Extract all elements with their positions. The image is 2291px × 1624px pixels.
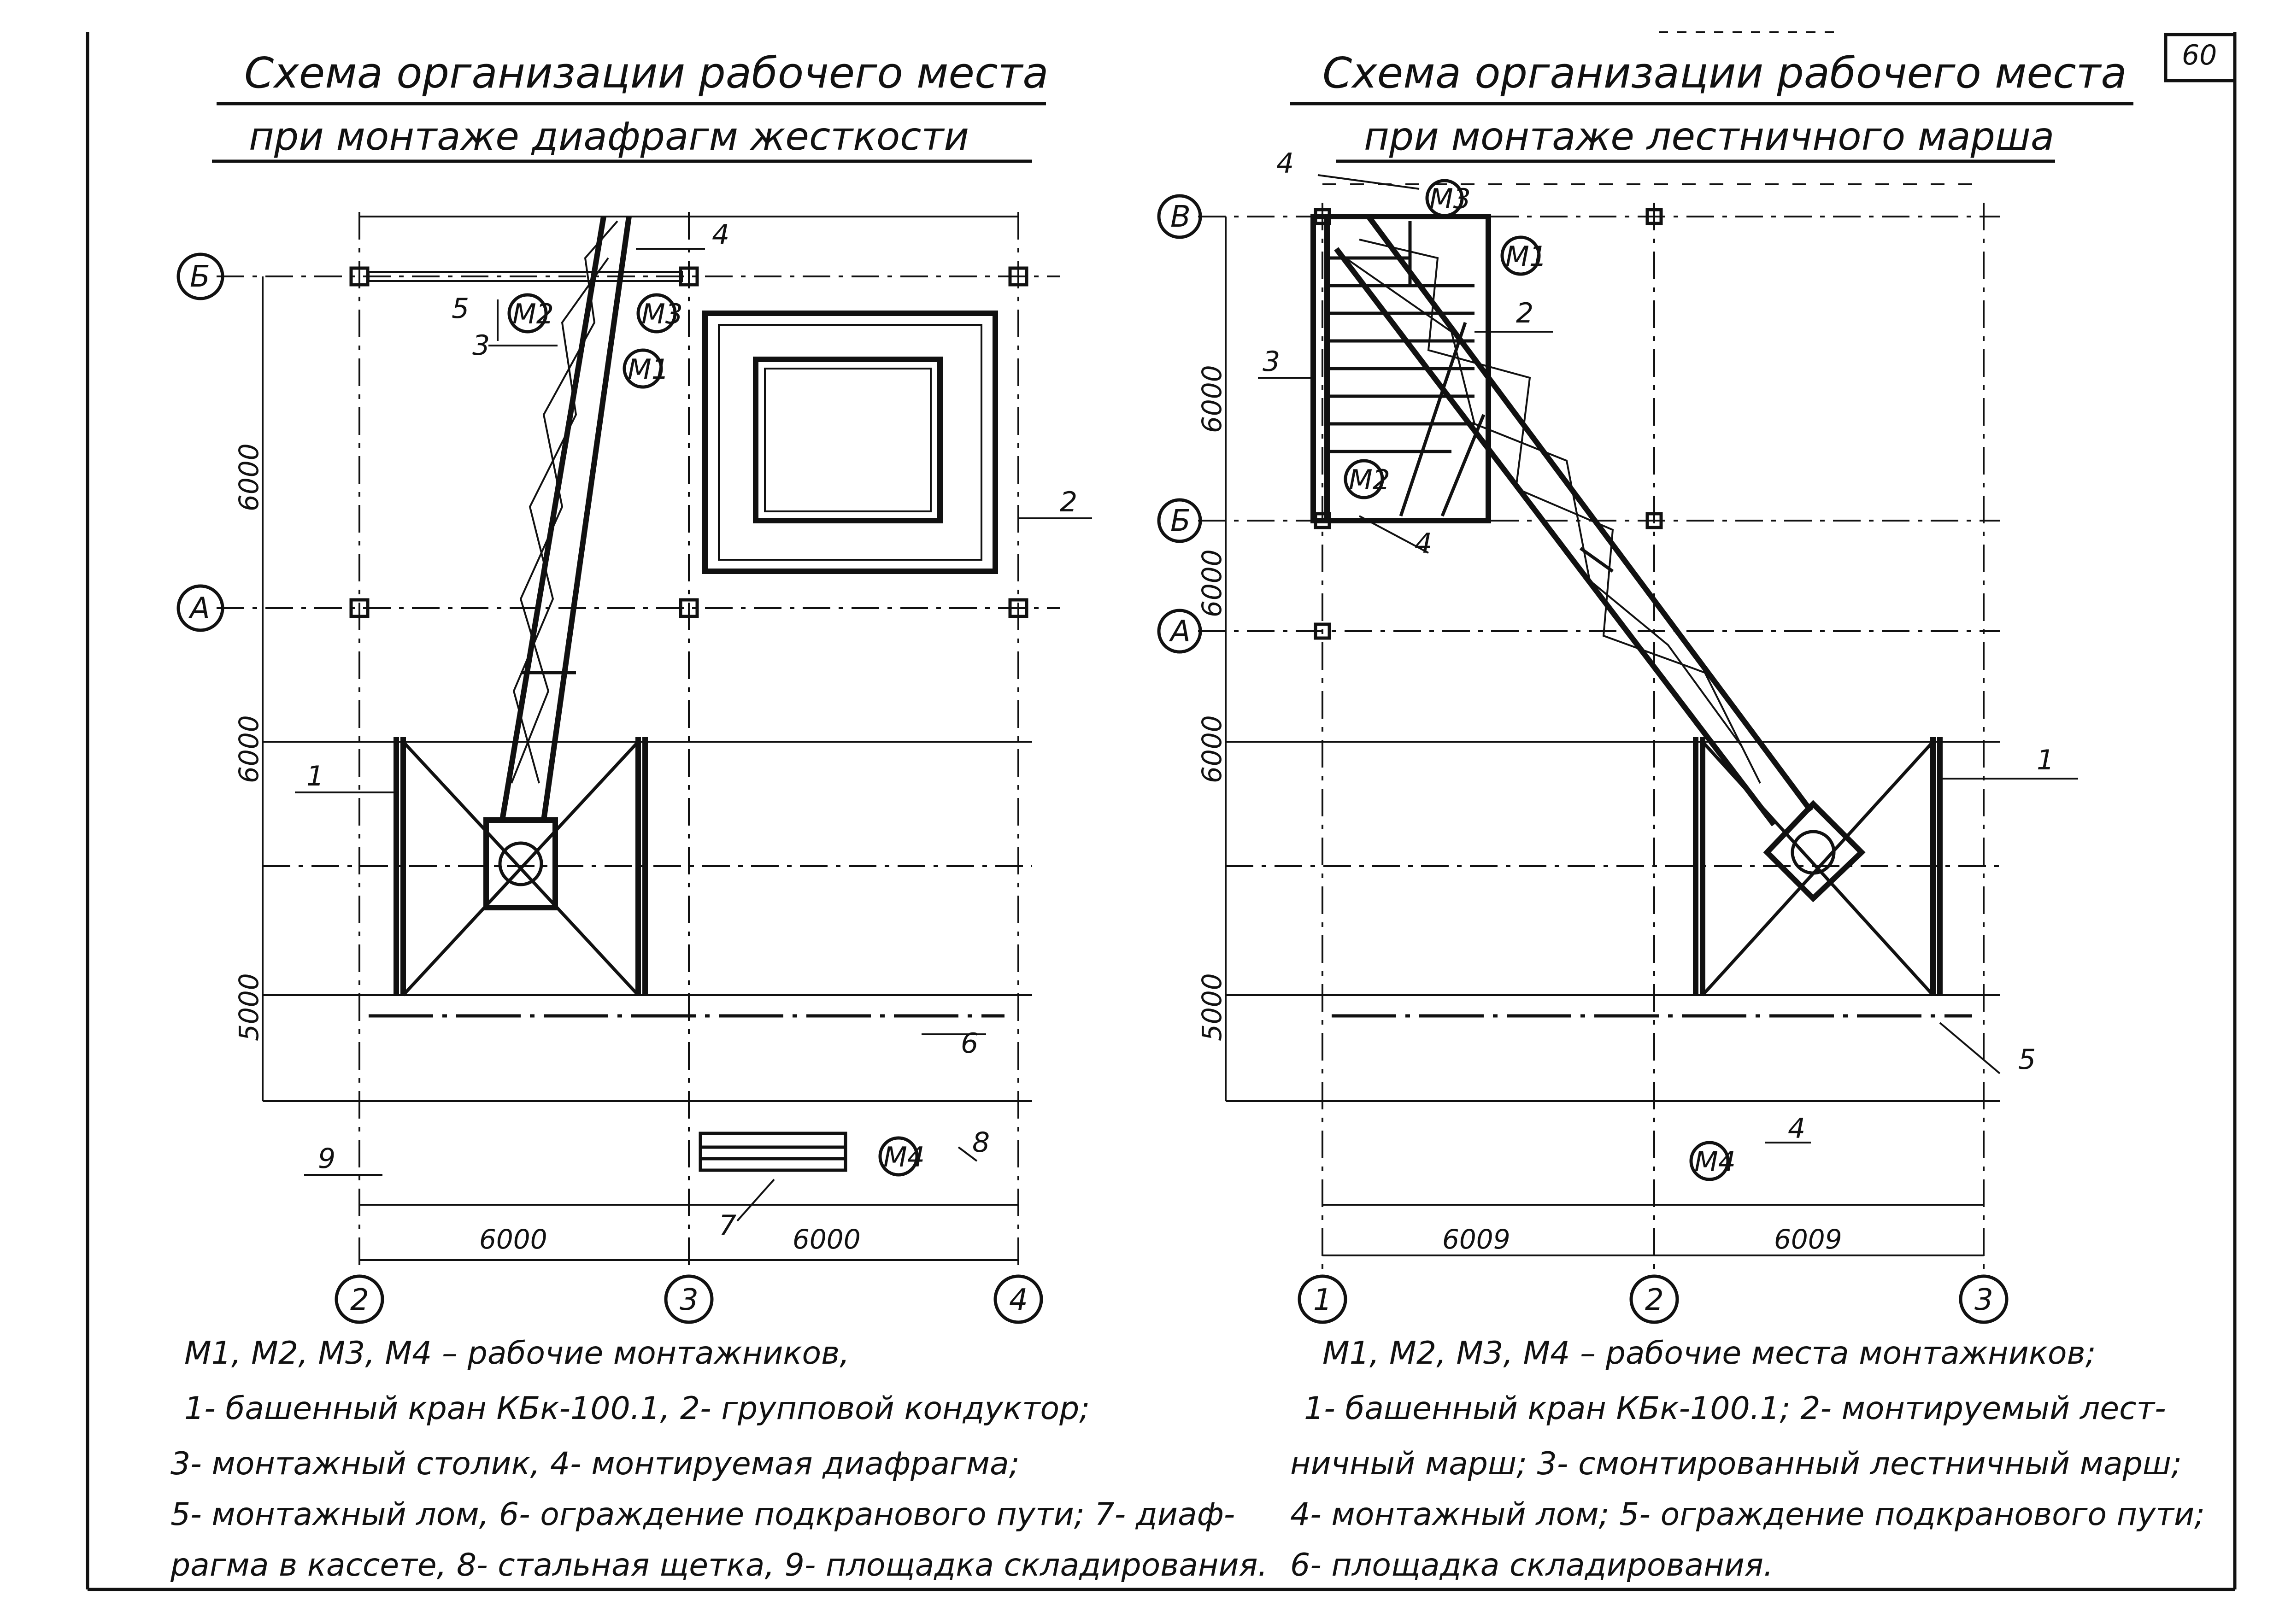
callout-label: 4 xyxy=(712,219,729,251)
callout-label: 4 xyxy=(1276,147,1294,180)
left-subtitle: при монтаже диафрагм жесткости xyxy=(249,114,969,159)
sheet-frame xyxy=(86,31,2237,1591)
legend-line: 1- башенный кран КБк-100.1; 2- монтируем… xyxy=(1304,1390,2166,1427)
callout-label: 1 xyxy=(306,760,324,792)
left-dim-horizontal: 6000 xyxy=(479,1224,547,1255)
left-axis-col-label: 4 xyxy=(1009,1283,1028,1317)
left-workers: М2 М3 М1 М4 xyxy=(507,293,925,1177)
callout-label: 3 xyxy=(472,329,490,362)
left-axis-col-label: 3 xyxy=(680,1283,699,1317)
callout-label: 8 xyxy=(972,1126,990,1159)
callout-label: 3 xyxy=(1263,346,1280,378)
callout-label: 7 xyxy=(719,1209,736,1242)
right-crane-boom xyxy=(1334,215,1813,827)
legend-line: 4- монтажный лом; 5- ограждение подкрано… xyxy=(1290,1496,2205,1533)
worker-label: М4 xyxy=(883,1141,925,1173)
legend-line: 6- площадка складирования. xyxy=(1290,1547,1774,1583)
right-grid xyxy=(1198,183,2000,1272)
worker-label: М3 xyxy=(1429,183,1471,215)
left-legend: М1, М2, М3, М4 – рабочие монтажников, 1-… xyxy=(170,1335,1268,1583)
right-dim-vertical: 6000 xyxy=(1196,549,1228,617)
right-legend: М1, М2, М3, М4 – рабочие места монтажник… xyxy=(1290,1335,2205,1583)
callout-label: 9 xyxy=(318,1143,335,1175)
right-axis-col-label: 2 xyxy=(1645,1283,1664,1317)
right-axis-row-label: А xyxy=(1169,615,1191,649)
right-dim-vertical: 6000 xyxy=(1196,715,1228,783)
right-stair-flight xyxy=(1310,214,1491,523)
left-column-axis-labels: 2 3 4 xyxy=(335,1274,1043,1324)
left-callouts: 1 2 3 4 5 6 7 8 9 xyxy=(295,219,1092,1242)
callout-label: 1 xyxy=(2037,744,2054,776)
left-title-block: Схема организации рабочего места при мон… xyxy=(212,48,1049,163)
legend-line: рагма в кассете, 8- стальная щетка, 9- п… xyxy=(170,1547,1268,1583)
page-number: 60 xyxy=(2182,39,2217,71)
right-axis-row-label: В xyxy=(1170,200,1191,234)
left-axis-row-label: А xyxy=(188,592,210,626)
right-dim-vertical: 6000 xyxy=(1196,365,1228,433)
left-axis-row-label: Б xyxy=(190,260,210,294)
callout-label: 4 xyxy=(1415,528,1432,560)
legend-line: 3- монтажный столик, 4- монтируемая диаф… xyxy=(170,1446,1020,1482)
legend-line: М1, М2, М3, М4 – рабочие монтажников, xyxy=(184,1335,850,1372)
worker-label: М3 xyxy=(641,298,683,330)
callout-label: 4 xyxy=(1788,1113,1805,1145)
left-columns xyxy=(349,266,1028,618)
legend-line: 5- монтажный лом, 6- ограждение подкрано… xyxy=(170,1496,1235,1533)
right-title-block: Схема организации рабочего места при мон… xyxy=(1290,48,2133,163)
worker-label: М2 xyxy=(512,298,554,330)
right-axis-row-label: Б xyxy=(1170,504,1191,538)
callout-label: 5 xyxy=(452,293,469,325)
left-storage-diaphragm xyxy=(699,1132,847,1172)
left-crane-boom xyxy=(499,216,632,821)
left-crane-base xyxy=(394,737,648,997)
left-dim-vertical: 6000 xyxy=(233,715,264,783)
left-dim-vertical: 5000 xyxy=(233,973,264,1041)
right-dim-horizontal: 6009 xyxy=(1774,1224,1842,1255)
left-dim-horizontal: 6000 xyxy=(793,1224,861,1255)
worker-label: М4 xyxy=(1694,1146,1736,1178)
callout-label: 2 xyxy=(1516,297,1533,329)
legend-line: М1, М2, М3, М4 – рабочие места монтажник… xyxy=(1322,1335,2096,1372)
left-title: Схема организации рабочего места xyxy=(244,48,1049,98)
left-grid xyxy=(217,212,1060,1272)
callout-label: 2 xyxy=(1060,486,1077,518)
callout-label: 5 xyxy=(2018,1044,2036,1076)
right-axis-col-label: 3 xyxy=(1974,1283,1993,1317)
worker-label: М2 xyxy=(1349,464,1390,496)
legend-line: 1- башенный кран КБк-100.1, 2- групповой… xyxy=(184,1390,1090,1427)
callout-label: 6 xyxy=(961,1027,978,1060)
right-title: Схема организации рабочего места xyxy=(1322,48,2127,98)
right-axis-col-label: 1 xyxy=(1313,1283,1332,1317)
legend-line: ничный марш; 3- смонтированный лестничны… xyxy=(1290,1446,2182,1482)
left-row-axis-labels: Б А xyxy=(176,252,224,632)
right-column-axis-labels: 1 2 3 xyxy=(1298,1274,2009,1324)
right-dim-vertical: 5000 xyxy=(1196,973,1228,1041)
right-callouts: 1 2 3 4 4 4 5 xyxy=(1258,147,2078,1145)
right-workers: М3 М1 М2 М4 xyxy=(1344,179,1736,1181)
worker-label: М1 xyxy=(1505,240,1547,273)
worker-label: М1 xyxy=(628,353,669,386)
right-dim-horizontal: 6009 xyxy=(1442,1224,1510,1255)
left-group-conductor xyxy=(702,311,998,574)
right-row-axis-labels: В Б А xyxy=(1157,194,1202,654)
left-axis-col-label: 2 xyxy=(350,1283,369,1317)
right-subtitle: при монтаже лестничного марша xyxy=(1364,114,2054,159)
right-crane-base xyxy=(1693,737,1943,997)
left-dim-vertical: 6000 xyxy=(233,443,264,511)
